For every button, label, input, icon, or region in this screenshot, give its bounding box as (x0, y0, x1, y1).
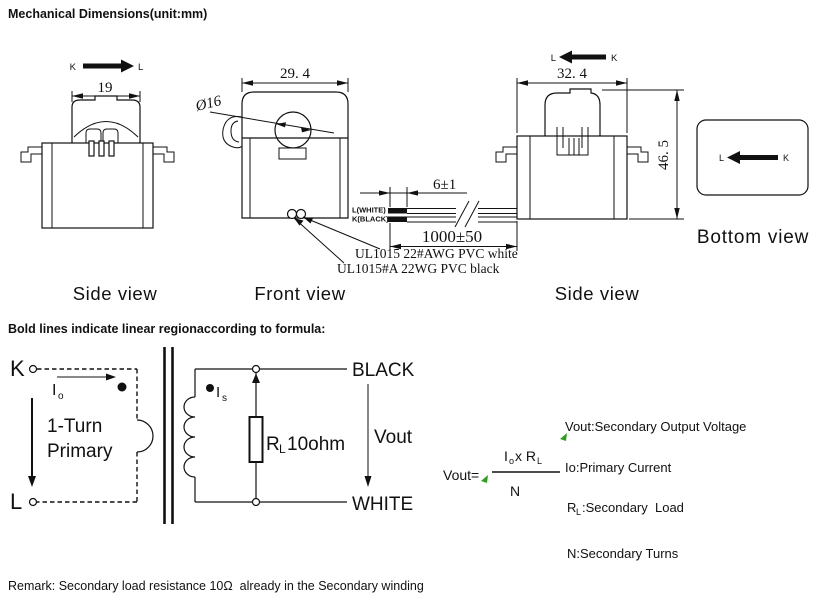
remark-text: Remark: Secondary load resistance 10Ω al… (8, 579, 424, 593)
legend-rl-main: R (567, 500, 576, 515)
side-view-left-label: Side view (73, 283, 158, 304)
io-current-arrow-icon (106, 373, 116, 381)
front-view: 29. 4 Ø16 UL10 (193, 66, 518, 304)
formula-den: N (510, 483, 520, 499)
cable: L(WHITE) K(BLACK) 6±1 (352, 177, 518, 251)
formula-num-rest: x R (515, 448, 536, 464)
dim-strip: 6±1 (433, 177, 456, 193)
dim-19: 19 (98, 80, 113, 96)
k-to-l-arrow-icon (83, 59, 134, 73)
sheet-title: Mechanical Dimensions(unit:mm) (8, 7, 208, 21)
legend-rl-rest: :Secondary Load (582, 500, 684, 515)
wire-break (456, 202, 478, 227)
vout-label: Vout (374, 427, 413, 448)
wire-label-black: UL1015#A 22WG PVC black (337, 261, 500, 276)
circuit-diagram: K L I o 1-Turn Primary (10, 347, 415, 524)
io-subscript: o (58, 391, 64, 402)
side-right-terminal-k: K (611, 53, 618, 64)
side-view-left: K L 19 Side view (20, 59, 175, 304)
bottom-terminal-k: K (783, 153, 789, 163)
primary-label-1: 1-Turn (47, 416, 102, 437)
formula-num-r-sub: L (537, 456, 542, 466)
green-mark-icon (560, 433, 567, 441)
wire-white-label: WHITE (352, 494, 413, 515)
circuit-terminal-k: K (10, 356, 25, 381)
circuit-terminal-l: L (10, 489, 22, 514)
side-view-right-label: Side view (555, 283, 640, 304)
lead-black-label: K(BLACK) (352, 215, 389, 224)
resistor-body (248, 416, 264, 463)
dim-29-4: 29. 4 (280, 66, 311, 82)
core-lines (163, 347, 174, 524)
secondary-polarity-dot (206, 384, 214, 392)
green-mark-icon (481, 475, 488, 483)
rl-subscript: L (279, 442, 286, 456)
side-left-terminal-k: K (70, 62, 77, 73)
io-symbol: I (52, 382, 56, 399)
bottom-view: L K Bottom view (696, 119, 809, 248)
formula-heading: Bold lines indicate linear regionaccordi… (8, 322, 326, 336)
legend-vout: Vout:Secondary Output Voltage (565, 419, 746, 434)
dim-32-4: 32. 4 (557, 66, 588, 82)
wire-black-label: BLACK (352, 360, 415, 381)
legend-rl-sub: L (576, 507, 581, 517)
bottom-terminal-l: L (719, 153, 724, 163)
side-right-terminal-l: L (551, 53, 556, 64)
dim-aperture: Ø16 (193, 93, 223, 115)
dim-length: 1000±50 (422, 227, 482, 246)
is-symbol: I (216, 384, 220, 401)
legend-n: N:Secondary Turns (567, 546, 679, 561)
side-left-terminal-l: L (138, 62, 143, 73)
legend: Vout:Secondary Output Voltage Io:Primary… (560, 419, 746, 561)
lead-white-label: L(WHITE) (352, 206, 386, 215)
secondary-coil (183, 396, 196, 478)
formula-num-i: I (504, 448, 508, 464)
formula-lhs: Vout= (443, 467, 479, 483)
vout-arrow-icon (364, 476, 372, 487)
formula: Vout= I o x R L N (443, 448, 560, 499)
dim-46-5: 46. 5 (656, 140, 672, 170)
rl-symbol: R (266, 434, 280, 455)
l-from-k-arrow-icon (559, 50, 606, 64)
rl-value: 10ohm (287, 434, 345, 455)
bottom-view-label: Bottom view (697, 227, 809, 248)
primary-polarity-dot (117, 382, 127, 392)
formula-num-i-sub: o (509, 456, 514, 466)
primary-direction-arrow-icon (28, 476, 36, 487)
is-subscript: s (222, 393, 227, 404)
bottom-l-from-k-arrow-icon (727, 151, 778, 164)
side-view-right: L K 32. 4 46. 5 (495, 50, 684, 304)
legend-io: Io:Primary Current (565, 460, 672, 475)
wire-label-white: UL1015 22#AWG PVC white (355, 246, 518, 261)
front-view-label: Front view (254, 283, 345, 304)
primary-label-2: Primary (47, 441, 113, 462)
